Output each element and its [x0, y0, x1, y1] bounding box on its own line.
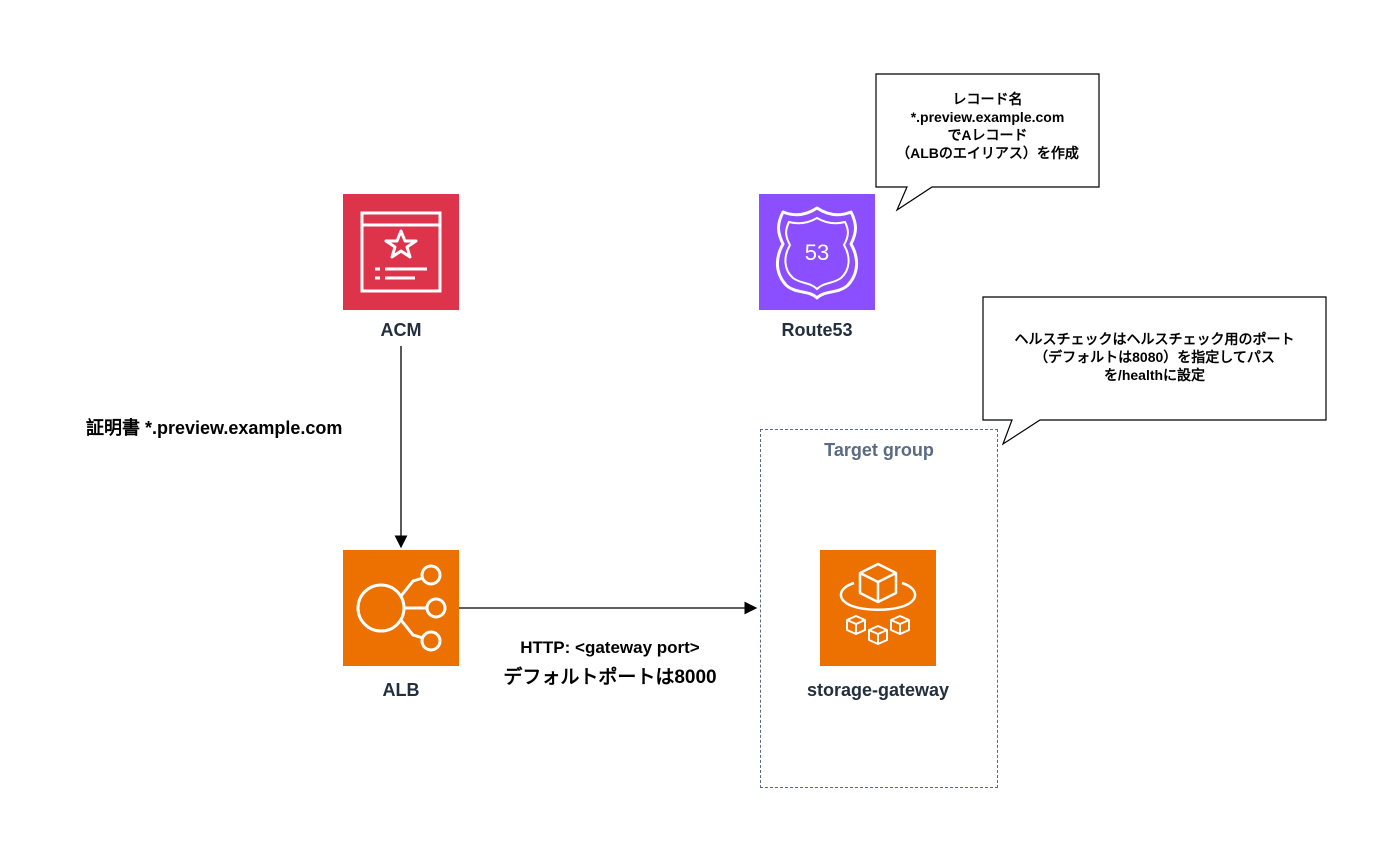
route53-callout-bubble [875, 73, 1100, 212]
route53-service-icon[interactable]: 53 [759, 194, 875, 310]
storage-gateway-label: storage-gateway [806, 680, 950, 700]
acm-label: ACM [380, 320, 422, 340]
load-balancer-icon [356, 564, 447, 652]
edge-alb-to-target-label-line2: デフォルトポートは8000 [503, 667, 717, 688]
route53-callout-line: でAレコード [947, 127, 1028, 143]
storage-gateway-icon [839, 562, 917, 645]
target-group-container[interactable]: Target group [760, 429, 998, 788]
healthcheck-callout-text: ヘルスチェックはヘルスチェック用のポート （デフォルトは8080）を指定してパス… [983, 330, 1326, 384]
healthcheck-callout-line: （デフォルトは8080）を指定してパス [1034, 349, 1275, 365]
route53-label: Route53 [781, 320, 853, 340]
certificate-icon [360, 211, 442, 293]
edge-acm-to-alb-label: 証明書 *.preview.example.com [86, 418, 343, 438]
alb-service-icon[interactable] [343, 550, 459, 666]
route53-callout-text: レコード名 *.preview.example.com でAレコード （ALBの… [876, 90, 1099, 162]
target-group-title: Target group [824, 440, 934, 460]
storage-gateway-service-icon[interactable] [820, 550, 936, 666]
route53-shield-text: 53 [804, 240, 830, 265]
route53-callout-line: （ALBのエイリアス）を作成 [896, 145, 1079, 161]
route53-callout-line: *.preview.example.com [910, 109, 1065, 125]
route53-shield-icon [776, 206, 858, 300]
edge-alb-to-target-label-line1: HTTP: <gateway port> [520, 638, 700, 657]
route53-callout-line: レコード名 [952, 91, 1023, 107]
alb-label: ALB [382, 680, 420, 700]
healthcheck-callout-line: ヘルスチェックはヘルスチェック用のポート [1014, 331, 1295, 347]
healthcheck-callout-line: を/healthに設定 [1103, 367, 1206, 383]
acm-service-icon[interactable] [343, 194, 459, 310]
healthcheck-callout-bubble [982, 296, 1327, 446]
